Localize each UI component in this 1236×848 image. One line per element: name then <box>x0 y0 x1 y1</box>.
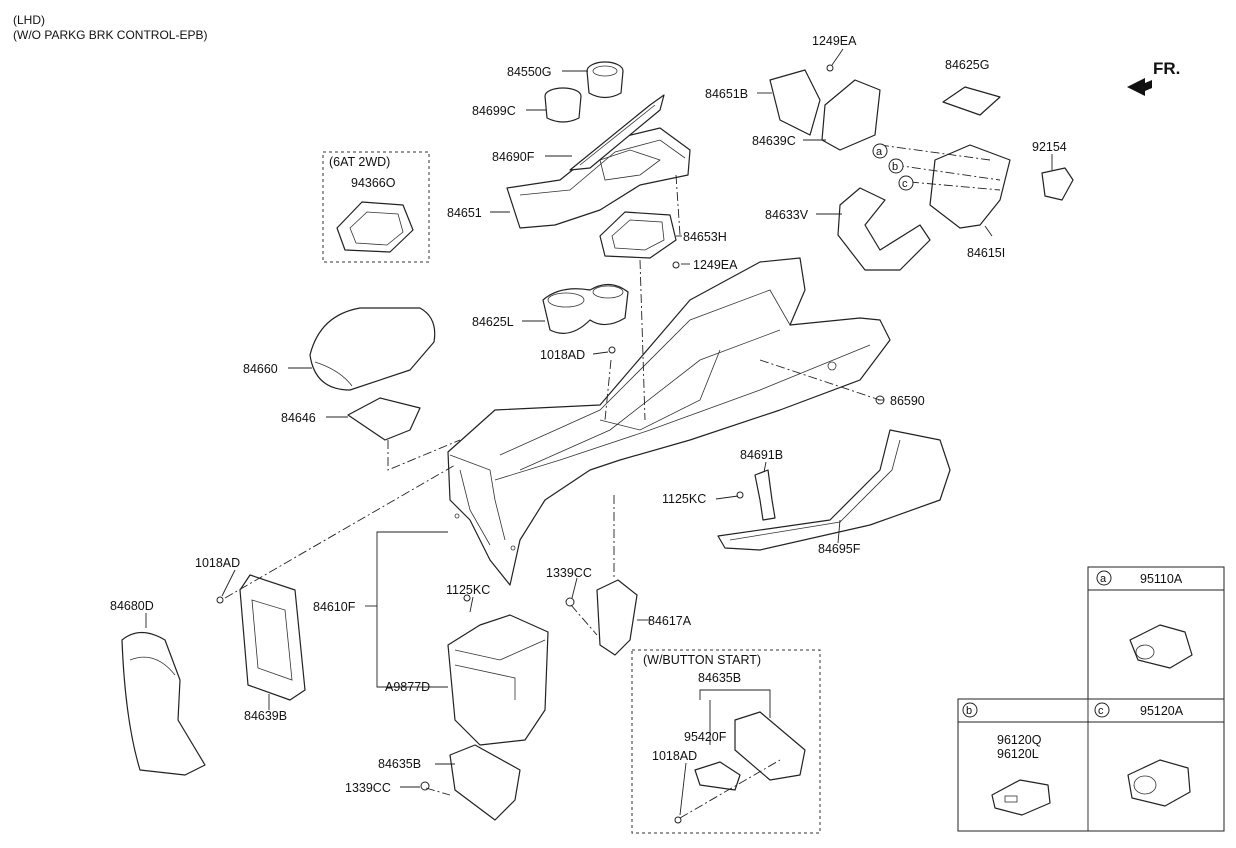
label-84680D: 84680D <box>110 599 154 613</box>
side-cover-84695F <box>717 429 951 551</box>
label-92154: 92154 <box>1032 140 1067 154</box>
pad-84625G <box>942 86 1001 116</box>
bracket-84639C <box>821 79 881 151</box>
option-box-button-start-title: (W/BUTTON START) <box>643 653 761 667</box>
switch-panel-84615I <box>929 144 1011 229</box>
cover-84651B <box>769 69 821 136</box>
label-84651: 84651 <box>447 206 482 220</box>
label-84635B-lower: 84635B <box>378 757 421 771</box>
label-84635B-box: 84635B <box>698 671 741 685</box>
label-84633V: 84633V <box>765 208 809 222</box>
legend-b-part2: 96120L <box>997 747 1039 761</box>
usb-jack-icon <box>991 779 1051 816</box>
legend-table: a 95110A b 96120Q 96120L c 95120A <box>957 566 1225 832</box>
bracket-95420F <box>694 761 741 791</box>
callout-c: c <box>898 175 914 191</box>
label-1339CC-mid: 1339CC <box>546 566 592 580</box>
label-84617A: 84617A <box>648 614 692 628</box>
label-86590: 86590 <box>890 394 925 408</box>
label-84695F: 84695F <box>818 542 861 556</box>
label-84646: 84646 <box>281 411 316 425</box>
cup-holder-insert-84699C <box>544 87 582 123</box>
label-1125KC-right: 1125KC <box>662 492 706 506</box>
label-84660: 84660 <box>243 362 278 376</box>
label-84639C: 84639C <box>752 134 796 148</box>
callout-a: a <box>872 143 888 159</box>
label-84691B: 84691B <box>740 448 783 462</box>
legend-a-letter: a <box>1100 573 1107 585</box>
option-box-button-start <box>631 649 821 834</box>
cup-holder-84550G <box>586 61 624 99</box>
armrest-84660 <box>309 307 436 391</box>
bracket-84617A <box>596 579 638 656</box>
label-84699C: 84699C <box>472 104 516 118</box>
console-body-84610F <box>447 257 891 586</box>
leader-lines <box>145 48 1053 816</box>
legend-a-part: 95110A <box>1140 572 1183 586</box>
header-condition: (W/O PARKG BRK CONTROL-EPB) <box>13 28 207 42</box>
label-1018AD-mid: 1018AD <box>540 348 585 362</box>
label-1018AD-left: 1018AD <box>195 556 240 570</box>
assembly-center-lines <box>224 144 1001 819</box>
label-84690F: 84690F <box>492 150 535 164</box>
label-1018AD-box: 1018AD <box>652 749 697 763</box>
armrest-mat-84646 <box>347 397 421 441</box>
front-direction-label: FR. <box>1153 59 1180 78</box>
power-outlet-12v-icon <box>1127 759 1191 807</box>
callout-b: b <box>888 158 904 174</box>
label-84610F: 84610F <box>313 600 356 614</box>
trim-strip-84690F <box>569 94 665 171</box>
option-box-6at-2wd-title: (6AT 2WD) <box>329 155 390 169</box>
part-labels: 84550G 84699C 84690F 84651 84653H 1249EA… <box>110 34 1067 795</box>
rear-cover-84680D <box>121 631 206 776</box>
legend-b-letter: b <box>966 705 972 717</box>
label-95420F: 95420F <box>684 730 727 744</box>
label-84625G: 84625G <box>945 58 989 72</box>
legend-c-part: 95120A <box>1140 704 1184 718</box>
svg-text:a: a <box>876 146 883 158</box>
svg-text:b: b <box>892 161 898 173</box>
label-84651B: 84651B <box>705 87 748 101</box>
trim-84633V <box>837 187 931 271</box>
shift-bezel-84653H <box>599 211 677 259</box>
label-1339CC-lower: 1339CC <box>345 781 391 795</box>
bracket-84635B-button-start <box>734 711 806 781</box>
label-1249EA-top: 1249EA <box>812 34 857 48</box>
label-1125KC-bin: 1125KC <box>446 583 490 597</box>
shift-base-94366O <box>336 201 414 253</box>
fastener-screw-icon <box>216 64 885 824</box>
console-bezel-84651 <box>506 127 691 229</box>
bracket-84691B <box>754 469 776 521</box>
legend-c-letter: c <box>1098 705 1104 717</box>
legend-b-part1: 96120Q <box>997 733 1042 747</box>
label-84615I: 84615I <box>967 246 1005 260</box>
cigar-lighter-icon <box>1129 624 1193 669</box>
front-direction-arrow-icon <box>1127 78 1152 96</box>
label-84639B: 84639B <box>244 709 287 723</box>
header-lhd: (LHD) <box>13 13 45 27</box>
label-84625L: 84625L <box>472 315 514 329</box>
svg-text:c: c <box>902 178 908 190</box>
rear-panel-frame-84639B <box>239 574 306 701</box>
harness-92154 <box>1041 167 1074 201</box>
label-A9877D: A9877D <box>385 680 430 694</box>
label-94366O: 94366O <box>351 176 396 190</box>
label-1249EA-mid: 1249EA <box>693 258 738 272</box>
storage-bin-A9877D <box>447 614 549 746</box>
label-84653H: 84653H <box>683 230 727 244</box>
bracket-84635B-lower <box>449 744 521 821</box>
label-84550G: 84550G <box>507 65 551 79</box>
cup-holder-84625L <box>542 283 629 334</box>
